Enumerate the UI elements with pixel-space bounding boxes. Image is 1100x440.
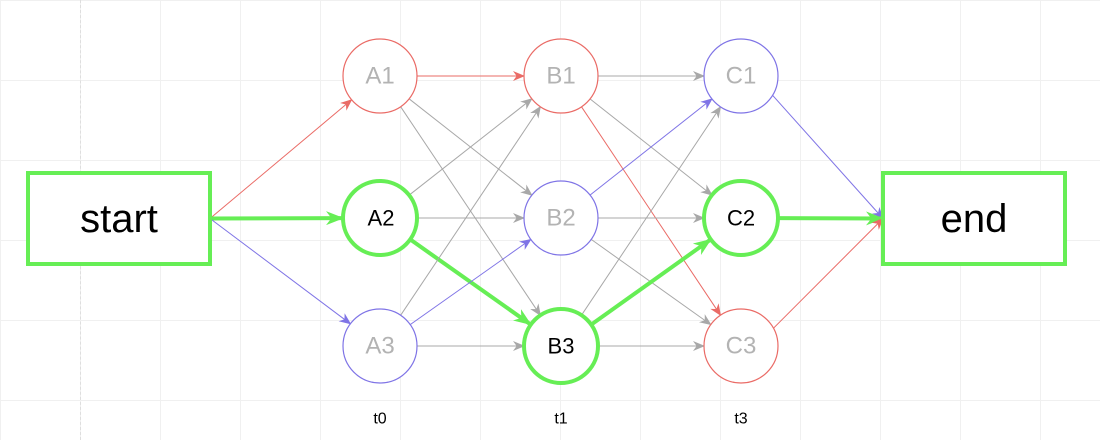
node-layer: start end A1 A2 A3 B1	[26, 38, 1067, 385]
state-node-a1-label: A1	[365, 63, 394, 90]
state-node-b1-label: B1	[546, 63, 575, 90]
start-box-label: start	[80, 197, 158, 241]
state-node-a2-label: A2	[368, 206, 395, 231]
edge-b2-to-c1[interactable]	[589, 98, 713, 196]
edge-b3-to-c1[interactable]	[581, 105, 722, 316]
edge-a2-to-b1[interactable]	[408, 98, 533, 196]
edge-c3-to-end[interactable]	[773, 217, 884, 329]
time-step-label-t0: t0	[373, 411, 386, 428]
edge-a3-to-b2[interactable]	[409, 238, 532, 326]
state-node-b2-label: B2	[546, 205, 575, 232]
edge-a3-to-b1[interactable]	[400, 105, 541, 316]
state-node-b2[interactable]: B2	[523, 180, 599, 256]
end-box[interactable]: end	[881, 171, 1067, 266]
state-node-b3-label: B3	[548, 334, 575, 359]
edge-layer	[209, 71, 884, 351]
state-node-c2[interactable]: C2	[702, 179, 780, 257]
end-box-label: end	[941, 197, 1008, 241]
state-node-a3-label: A3	[365, 333, 394, 360]
state-node-c2-label: C2	[727, 206, 755, 231]
edge-b3-to-c2[interactable]	[590, 237, 712, 327]
edge-start-to-a3[interactable]	[209, 218, 352, 325]
edge-start-to-a1[interactable]	[209, 99, 353, 219]
time-step-label-t1: t1	[554, 411, 567, 428]
state-node-c3[interactable]: C3	[703, 308, 779, 384]
state-node-b1[interactable]: B1	[523, 38, 599, 114]
edge-c1-to-end[interactable]	[772, 94, 884, 220]
time-step-labels: t0 t1 t3	[373, 411, 747, 428]
state-node-a1[interactable]: A1	[342, 38, 418, 114]
state-node-c1-label: C1	[726, 63, 757, 90]
state-node-a2[interactable]: A2	[341, 179, 419, 257]
state-node-c3-label: C3	[726, 333, 757, 360]
state-node-b3[interactable]: B3	[522, 307, 600, 385]
state-node-c1[interactable]: C1	[703, 38, 779, 114]
start-box[interactable]: start	[26, 171, 212, 266]
state-node-a3[interactable]: A3	[342, 308, 418, 384]
time-step-label-t3: t3	[734, 411, 747, 428]
